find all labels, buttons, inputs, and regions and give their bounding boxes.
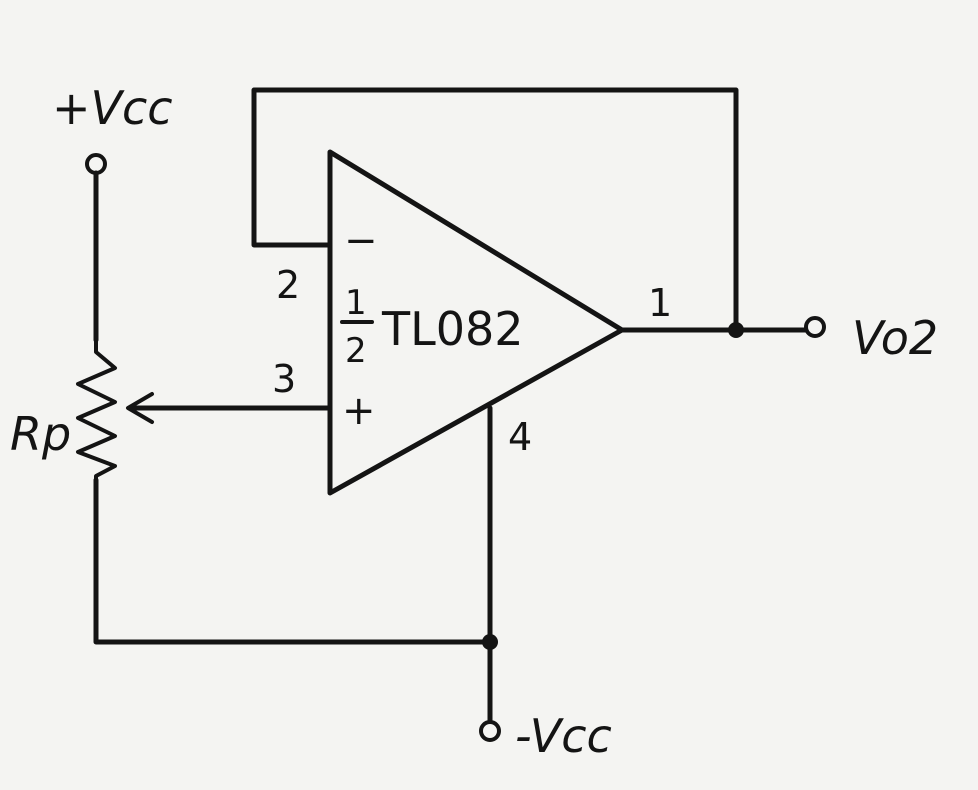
chip-name-label: TL082 <box>381 302 524 356</box>
pin-3-label: 3 <box>272 357 296 401</box>
pot-to-neg-bus-wire <box>93 477 493 645</box>
neg-supply-label: -Vcc <box>515 709 612 763</box>
pin-2-label: 2 <box>276 263 300 307</box>
feedback-wire <box>251 87 739 333</box>
neg-supply-terminal <box>479 720 501 742</box>
output-terminal <box>804 316 826 338</box>
neg-bus-junction <box>482 634 498 650</box>
output-junction <box>728 322 744 338</box>
pin-4-label: 4 <box>508 415 532 459</box>
pos-supply-terminal <box>85 153 107 175</box>
wiper-arrow-icon <box>126 392 154 424</box>
chip-fraction-numerator: 1 <box>345 283 367 323</box>
potentiometer-label: Rp <box>10 407 71 461</box>
opamp-triangle <box>327 149 625 496</box>
pin-1-label: 1 <box>648 281 672 325</box>
pos-supply-label: +Vcc <box>52 81 173 135</box>
output-label: Vo2 <box>852 311 938 365</box>
plus-sign: + <box>342 388 376 434</box>
chip-fraction-denominator: 2 <box>345 331 367 371</box>
potentiometer-rp <box>76 338 117 482</box>
minus-sign: − <box>344 218 378 264</box>
